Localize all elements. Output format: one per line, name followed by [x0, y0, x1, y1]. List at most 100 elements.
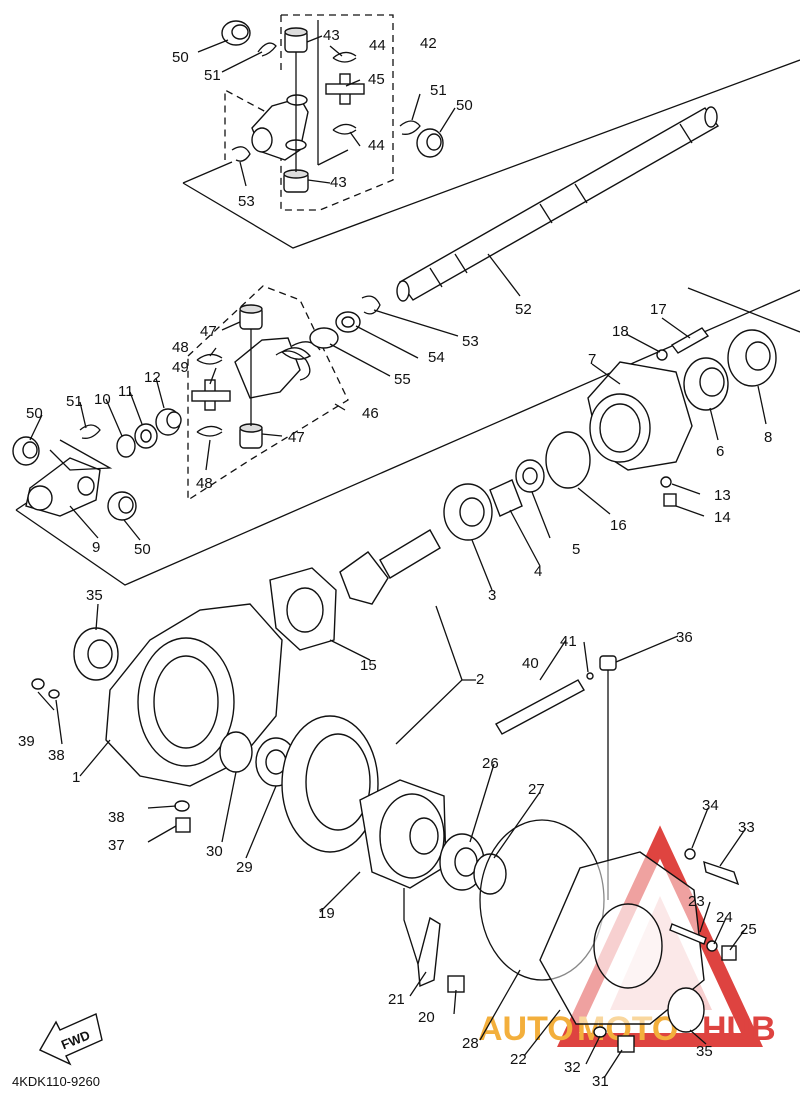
bearing-43-top — [284, 27, 308, 53]
callout-label: 45 — [368, 71, 385, 88]
bolt-31 — [617, 1035, 635, 1053]
spider-45-top — [325, 73, 365, 105]
washer-34 — [684, 848, 696, 860]
circlip-48-top — [196, 353, 223, 365]
callout-label: 43 — [330, 174, 347, 191]
callout-label: 2 — [476, 671, 484, 688]
callout-label: 30 — [206, 843, 223, 860]
callout-label: 51 — [430, 82, 447, 99]
yoke-lower — [234, 337, 301, 399]
o-ring-30 — [219, 731, 253, 773]
callout-label: 13 — [714, 487, 731, 504]
callout-label: 47 — [288, 429, 305, 446]
callout-label: 19 — [318, 905, 335, 922]
callout-label: 31 — [592, 1073, 609, 1090]
callout-label: 7 — [588, 351, 596, 368]
o-ring-16 — [545, 431, 591, 489]
bolt-39 — [31, 678, 45, 690]
callout-label: 42 — [420, 35, 437, 52]
callout-label: 46 — [362, 405, 379, 422]
callout-label: 48 — [172, 339, 189, 356]
callout-label: 53 — [238, 193, 255, 210]
callout-label: 50 — [456, 97, 473, 114]
callout-label: 44 — [369, 37, 386, 54]
shaft-40-group — [495, 655, 617, 900]
washer-18 — [656, 349, 668, 361]
shim-27 — [473, 853, 507, 895]
callout-label: 4 — [534, 563, 542, 580]
callout-label: 15 — [360, 657, 377, 674]
callout-label: 51 — [204, 67, 221, 84]
callout-label: 27 — [528, 781, 545, 798]
propeller-shaft-52 — [396, 106, 720, 302]
callout-label: 16 — [610, 517, 627, 534]
oil-seal-50-right — [416, 128, 444, 158]
callout-label: 34 — [702, 797, 719, 814]
nut-25 — [721, 945, 737, 961]
watermark-hub: HUB — [702, 1010, 776, 1048]
bearing-47-top — [239, 304, 263, 330]
spring-coil-55 — [309, 327, 339, 349]
callout-label: 55 — [394, 371, 411, 388]
spider-49 — [191, 379, 231, 411]
callout-label: 54 — [428, 349, 445, 366]
oil-seal-50-top — [221, 20, 251, 46]
diff-cover-22 — [539, 851, 705, 1053]
callout-label: 1 — [72, 769, 80, 786]
callout-label: 37 — [108, 837, 125, 854]
callout-label: 40 — [522, 655, 539, 672]
callout-label: 18 — [612, 323, 629, 340]
callout-label: 36 — [676, 629, 693, 646]
callout-label: 20 — [418, 1009, 435, 1026]
callout-label: 38 — [108, 809, 125, 826]
callout-labels: 50 51 43 44 42 45 51 50 53 44 43 52 53 4… — [18, 27, 772, 1090]
oil-seal-35-right — [667, 987, 705, 1033]
circlip-51-right — [399, 120, 421, 135]
callout-label: 28 — [462, 1035, 479, 1052]
callout-label: 43 — [323, 27, 340, 44]
callout-label: 12 — [144, 369, 161, 386]
circlip-51-lower — [79, 424, 101, 439]
callout-label: 52 — [515, 301, 532, 318]
leader-lines — [29, 35, 767, 1079]
ring-41 — [586, 672, 594, 680]
callout-label: 38 — [48, 747, 65, 764]
callout-label: 39 — [18, 733, 35, 750]
callout-label: 53 — [462, 333, 479, 350]
shaft-40 — [495, 679, 585, 735]
bearing-43-bottom — [283, 169, 309, 193]
pinion-shaft-2 — [379, 529, 441, 579]
circlip-53-left — [231, 146, 251, 162]
diagram-code: 4KDK110-9260 — [12, 1074, 100, 1089]
callout-label: 51 — [66, 393, 83, 410]
callout-label: 24 — [716, 909, 733, 926]
circlip-44-top — [332, 51, 357, 63]
bracket-21 — [417, 916, 441, 988]
callout-label: 10 — [94, 391, 111, 408]
circlip-51-top — [257, 42, 277, 57]
callout-label: 50 — [134, 541, 151, 558]
callout-label: 44 — [368, 137, 385, 154]
callout-label: 21 — [388, 991, 405, 1008]
callout-label: 25 — [740, 921, 757, 938]
bearing-4 — [489, 479, 523, 517]
callout-label: 41 — [560, 633, 577, 650]
fitting-36 — [599, 655, 617, 671]
pinion-gear-2 — [339, 551, 389, 605]
callout-label: 3 — [488, 587, 496, 604]
callout-label: 32 — [564, 1059, 581, 1076]
circlip-53-shaft — [361, 295, 381, 315]
callout-label: 33 — [738, 819, 755, 836]
oil-seal-50-lower — [107, 491, 137, 521]
callout-label: 14 — [714, 509, 731, 526]
washer-13 — [660, 476, 672, 488]
callout-label: 50 — [172, 49, 189, 66]
callout-label: 26 — [482, 755, 499, 772]
callout-label: 11 — [118, 383, 134, 400]
callout-label: 48 — [196, 475, 213, 492]
plug-37 — [175, 817, 191, 833]
washer-38-left — [48, 689, 60, 699]
bolt-17 — [670, 327, 710, 354]
bearing-47-bottom — [239, 423, 263, 449]
callout-label: 49 — [172, 359, 189, 376]
